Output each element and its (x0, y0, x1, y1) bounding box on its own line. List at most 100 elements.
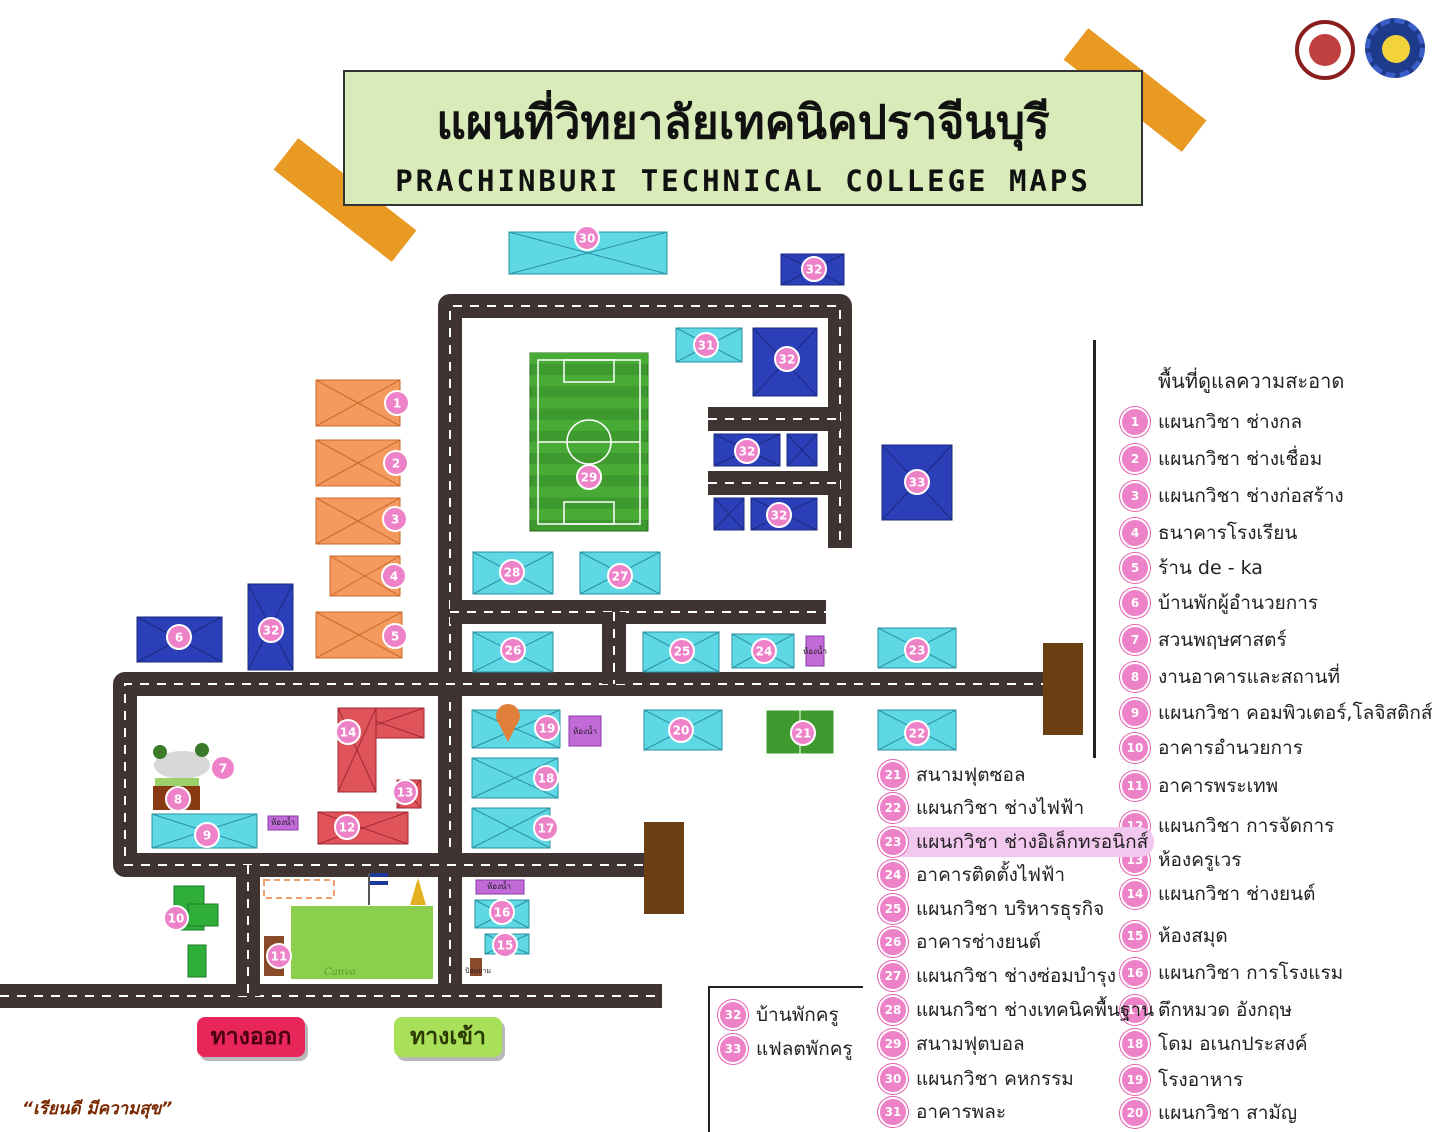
roof-lines (471, 757, 559, 799)
map-badge-6 (166, 624, 192, 650)
map-badge-8 (165, 786, 191, 812)
guard-post-label: ป้อมยาม (465, 967, 491, 975)
map-badge-7-number: 7 (219, 762, 227, 776)
legend-label-31: อาคารพละ (916, 1101, 1007, 1123)
map-badge-32-number: 32 (263, 624, 280, 638)
map-badge-30-number: 30 (579, 232, 596, 246)
housing-badge-32: 32 (718, 1000, 748, 1030)
title-english: PRACHINBURI TECHNICAL COLLEGE MAPS (395, 164, 1091, 198)
map-badge-2-number: 2 (392, 457, 400, 471)
legend-label-20: แผนกวิชา สามัญ (1158, 1102, 1298, 1124)
legend-badge-25: 25 (878, 894, 908, 924)
legend-label-8: งานอาคารและสถานที่ (1158, 666, 1340, 688)
legend-item-11: 11 อาคารพระเทพ (1120, 771, 1278, 801)
field-stripe (530, 486, 648, 498)
legend-badge-23: 23 (878, 827, 908, 857)
map-badge-6-number: 6 (175, 631, 183, 645)
restroom-2 (805, 635, 825, 667)
map-badge-27-number: 27 (612, 570, 629, 584)
map-badge-1 (384, 390, 410, 416)
housing-label-32: บ้านพักครู (756, 1004, 839, 1026)
map-badge-15-number: 15 (497, 939, 514, 953)
map-badge-29 (576, 464, 602, 490)
legend-label-26: อาคารช่างยนต์ (916, 931, 1041, 953)
exit-gate-label: ทางออก (197, 1017, 305, 1057)
map-badge-19 (534, 715, 560, 741)
roof-lines (508, 231, 668, 275)
legend-badge-30: 30 (878, 1064, 908, 1094)
shrine-icon (410, 878, 426, 905)
canva-watermark: Canva (324, 967, 356, 978)
legend-divider (1093, 340, 1096, 758)
restroom-3 (267, 815, 299, 831)
legend-label-21: สนามฟุตซอล (916, 764, 1026, 786)
legend-badge-29: 29 (878, 1029, 908, 1059)
map-badge-7 (210, 755, 236, 781)
map-badge-2 (383, 450, 409, 476)
legend-label-6: บ้านพักผู้อำนวยการ (1158, 592, 1319, 614)
map-badge-13-number: 13 (397, 786, 414, 800)
map-badge-5 (382, 623, 408, 649)
legend-label-19: โรงอาหาร (1158, 1069, 1244, 1091)
legend-label-27: แผนกวิชา ช่างซ่อมบำรุง (916, 965, 1117, 987)
front-lawn (291, 906, 433, 979)
fields (153, 352, 835, 979)
map-badge-20 (668, 717, 694, 743)
legend-heading: พื้นที่ดูแลความสะอาด (1158, 369, 1345, 393)
legend-badge-9: 9 (1120, 698, 1150, 728)
college-motto: “เรียนดี มีความสุข” (22, 1099, 173, 1119)
map-badge-25-number: 25 (674, 645, 691, 659)
map-badge-25 (669, 638, 695, 664)
map-badge-29-number: 29 (581, 471, 598, 485)
map-badge-9-number: 9 (203, 829, 211, 843)
legend-badge-2: 2 (1120, 444, 1150, 474)
legend-label-3: แผนกวิชา ช่างก่อสร้าง (1158, 485, 1344, 507)
legend-label-12: แผนกวิชา การจัดการ (1158, 815, 1335, 837)
entrance-gate-text: ทางเข้า (410, 1024, 486, 1050)
legend-badge-31: 31 (878, 1097, 908, 1127)
restroom-label: ห้องน้ำ (271, 816, 295, 827)
legend-badge-15: 15 (1120, 921, 1150, 951)
legend-label-7: สวนพฤษศาสตร์ (1158, 629, 1287, 651)
map-badge-12 (334, 814, 360, 840)
field-stripe (530, 353, 648, 364)
legend-label-14: แผนกวิชา ช่างยนต์ (1158, 883, 1316, 905)
map-badge-26 (500, 637, 526, 663)
map-badge-14 (335, 719, 361, 745)
legend-badge-11: 11 (1120, 771, 1150, 801)
legend-label-25: แผนกวิชา บริหารธุรกิจ (916, 898, 1105, 920)
tree-icon (153, 745, 167, 759)
legend-badge-26: 26 (878, 927, 908, 957)
map-badge-21-number: 21 (795, 727, 812, 741)
restroom-label: ห้องน้ำ (573, 725, 597, 736)
map-badge-32 (734, 438, 760, 464)
legend-badge-8: 8 (1120, 662, 1150, 692)
legend-label-1: แผนกวิชา ช่างกล (1158, 411, 1303, 433)
map-badge-3 (382, 506, 408, 532)
map-badge-27 (607, 563, 633, 589)
field-penalty-top (563, 359, 615, 383)
roof-lines (317, 811, 409, 845)
legend-badge-19: 19 (1120, 1065, 1150, 1095)
legend-label-11: อาคารพระเทพ (1158, 775, 1279, 797)
legend-label-5: ร้าน de - ka (1158, 557, 1263, 579)
housing-label-33: แฟลตพักครู (756, 1038, 853, 1060)
map-badge-32-number: 32 (806, 263, 823, 277)
legend-badge-17: 17 (1120, 995, 1150, 1025)
east-gate-block (1043, 643, 1083, 735)
map-badge-32 (258, 617, 284, 643)
building-green-36 (187, 903, 219, 927)
map-badge-3-number: 3 (391, 513, 399, 527)
legend-badge-22: 22 (878, 793, 908, 823)
legend-label-16: แผนกวิชา การโรงแรม (1158, 962, 1344, 984)
